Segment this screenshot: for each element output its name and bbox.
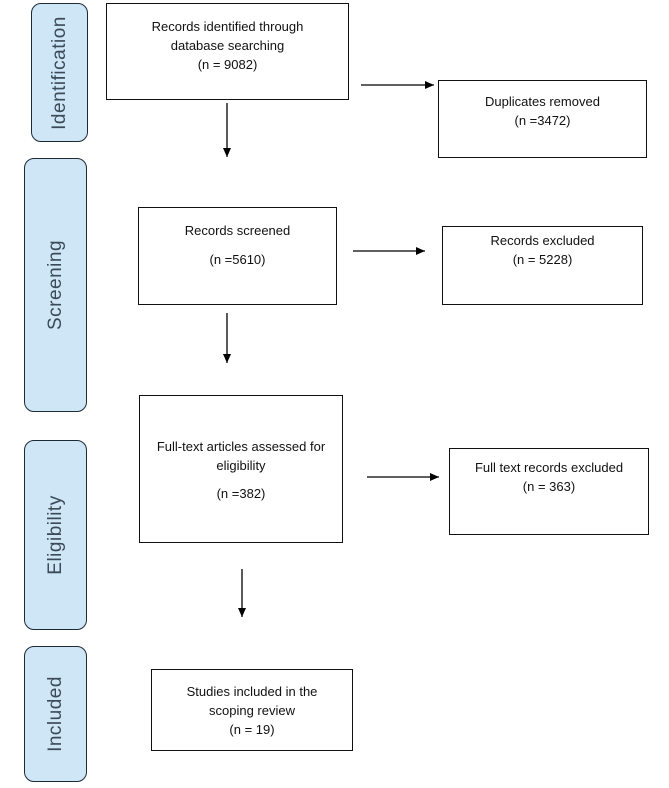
studies-included-line2: scoping review [209,703,295,718]
box-records-identified: Records identified through database sear… [106,3,349,100]
records-screened-line1: Records screened [184,223,291,238]
studies-included-line1: Studies included in the [186,684,318,699]
box-duplicates-removed: Duplicates removed (n =3472) [438,80,647,158]
box-studies-included: Studies included in the scoping review (… [151,669,353,751]
records-excluded-line1: Records excluded [490,233,595,248]
box-fulltext-assessed: Full-text articles assessed for eligibil… [139,395,343,543]
records-screened-count: (n =5610) [209,252,266,267]
records-identified-line1: Records identified through [151,19,304,34]
fulltext-assessed-line2: eligibility [216,458,266,473]
fulltext-excluded-line1: Full text records excluded [474,460,624,475]
stage-identification: Identification [31,3,88,142]
stage-eligibility: Eligibility [24,440,87,630]
records-identified-count: (n = 9082) [197,57,258,72]
stage-included: Included [24,646,87,782]
studies-included-count: (n = 19) [229,722,275,737]
box-fulltext-excluded: Full text records excluded (n = 363) [449,448,649,535]
duplicates-removed-count: (n =3472) [514,113,571,128]
box-records-screened: Records screened (n =5610) [138,207,337,305]
records-identified-line2: database searching [170,38,285,53]
duplicates-removed-line1: Duplicates removed [485,94,600,109]
fulltext-assessed-count: (n =382) [216,486,266,501]
stage-screening: Screening [24,158,87,412]
fulltext-excluded-count: (n = 363) [522,479,576,494]
records-excluded-count: (n = 5228) [512,252,573,267]
fulltext-assessed-line1: Full-text articles assessed for [156,439,326,454]
box-records-excluded: Records excluded (n = 5228) [442,226,643,305]
